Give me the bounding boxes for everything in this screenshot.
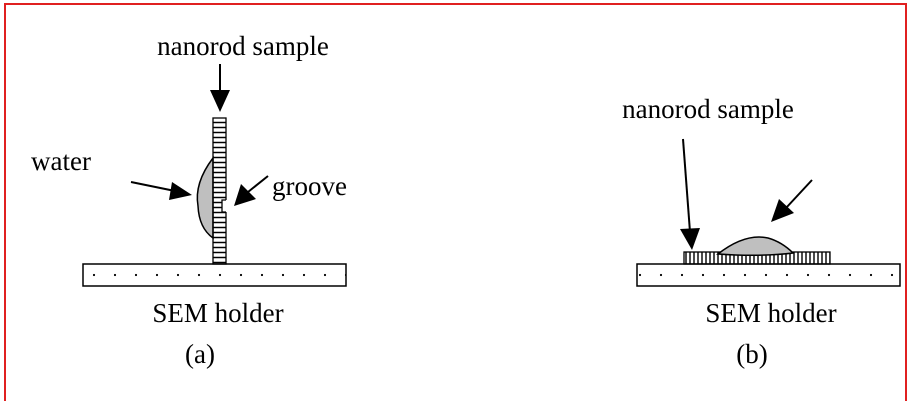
panel-a-holder-label: SEM holder xyxy=(152,298,283,328)
panel-a-sem-holder xyxy=(82,263,347,287)
panel-a-groove-label: groove xyxy=(272,171,347,201)
panel-a-sample-arrow xyxy=(210,64,230,112)
panel-b-caption: (b) xyxy=(736,339,767,369)
panel-a-water-label: water xyxy=(31,146,91,176)
panel-b-sem-holder xyxy=(636,263,901,287)
panel-b-sample-label: nanorod sample xyxy=(622,94,794,124)
panel-a-water-arrow xyxy=(130,181,192,200)
panel-a-groove-arrow xyxy=(234,175,269,206)
panel-b-sample-arrow xyxy=(680,138,700,250)
panel-b-water-droplet xyxy=(715,236,795,257)
panel-b-holder-label: SEM holder xyxy=(705,298,836,328)
panel-a-water-droplet xyxy=(196,155,214,240)
panel-a: nanorod sample water groove SEM holder xyxy=(31,31,347,369)
panel-a-caption: (a) xyxy=(185,339,215,369)
figure-frame xyxy=(4,3,907,401)
panel-a-nanorod xyxy=(212,117,228,265)
panel-b: nanorod sample SEM holder (b) xyxy=(622,94,901,369)
panel-b-droplet-arrow xyxy=(771,179,813,222)
panel-a-sample-label: nanorod sample xyxy=(157,31,329,61)
